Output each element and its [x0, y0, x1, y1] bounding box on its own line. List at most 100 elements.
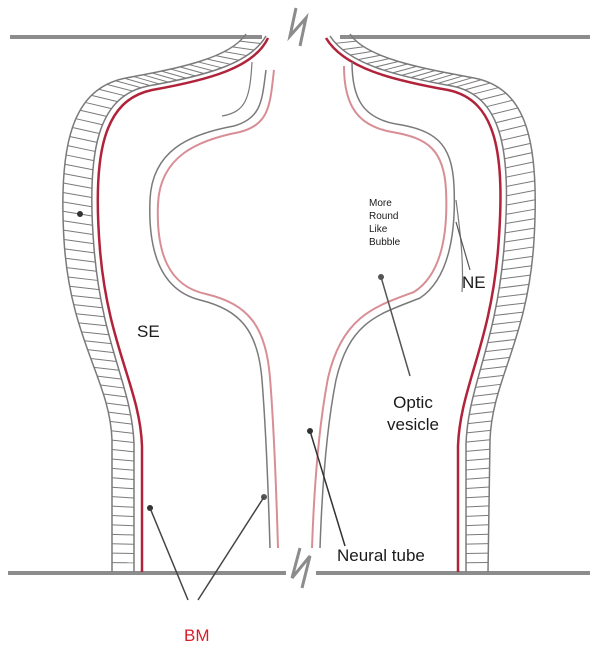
ectoderm-hatch-line	[496, 303, 525, 306]
note-line-4: Bubble	[369, 236, 429, 249]
ectoderm-hatch-line	[499, 125, 526, 131]
pointer-bm-center	[198, 497, 264, 600]
ectoderm-hatch-line	[108, 412, 130, 415]
ectoderm-hatch-line	[91, 358, 117, 361]
ectoderm-hatch-line	[106, 403, 129, 406]
ectoderm-hatch-line	[66, 155, 94, 161]
ectoderm-hatch-line	[99, 89, 125, 95]
ectoderm-hatch-line	[466, 440, 490, 442]
label-se: SE	[137, 322, 160, 342]
ectoderm-hatch-line	[72, 127, 99, 133]
ectoderm-hatch-line	[480, 366, 506, 369]
ectoderm-hatch-line	[74, 305, 103, 308]
ectoderm-hatch-line	[350, 51, 372, 55]
ectoderm-hatch-line	[468, 421, 492, 424]
ectoderm-hatch-line	[466, 478, 489, 480]
ectoderm-hatch-line	[504, 247, 534, 251]
ectoderm-hatch-line	[336, 41, 357, 43]
ectoderm-hatch-line	[112, 459, 134, 461]
ectoderm-hatch-line	[68, 277, 98, 280]
ectoderm-hatch-line	[216, 56, 239, 61]
ectoderm-hatch-line	[84, 341, 111, 344]
pointer-ne	[456, 222, 470, 270]
ectoderm-hatch-line	[224, 52, 246, 56]
ectoderm-hatch-line	[506, 219, 535, 224]
ectoderm-hatch-line	[506, 200, 535, 205]
ectoderm-hatch-line	[112, 534, 134, 535]
ectoderm-hatch-line	[110, 421, 132, 424]
ectoderm-hatch-line	[65, 249, 95, 253]
ectoderm-hatch-line	[487, 100, 513, 106]
ectoderm-hatch-line	[466, 515, 489, 516]
ectoderm-hatch-line	[505, 228, 535, 233]
ectoderm-hatch-line	[76, 314, 104, 317]
ectoderm-hatch-line	[499, 284, 529, 288]
ectoderm-hatch-line	[112, 487, 134, 489]
left-basement-membrane	[98, 38, 268, 572]
ectoderm-hatch-line	[492, 321, 521, 324]
top-break-mark	[290, 8, 306, 46]
ectoderm-hatch-line	[429, 74, 454, 81]
note-line-2: Round	[369, 210, 429, 223]
marker-dot-left-ectoderm	[77, 211, 83, 217]
label-optic-line-1: Optic	[387, 392, 439, 414]
ectoderm-hatch-line	[63, 192, 92, 197]
ectoderm-hatch-line	[70, 136, 97, 142]
note-more-round-like-bubble: More Round Like Bubble	[369, 197, 429, 249]
ectoderm-hatch-line	[473, 88, 499, 95]
ectoderm-hatch-line	[384, 64, 408, 70]
ectoderm-hatch-line	[112, 515, 134, 516]
ectoderm-hatch-line	[466, 487, 489, 488]
ectoderm-hatch-line	[503, 143, 530, 149]
ectoderm-hatch-line	[63, 230, 93, 234]
ectoderm-hatch-line	[501, 134, 528, 140]
ectoderm-hatch-line	[506, 181, 534, 187]
ectoderm-hatch-line	[473, 393, 498, 396]
ectoderm-hatch-line	[112, 544, 134, 545]
ectoderm-hatch-line	[64, 240, 94, 244]
ectoderm-hatch-line	[67, 268, 97, 272]
pointer-bm-left	[150, 508, 188, 600]
ectoderm-hatch-line	[64, 174, 92, 179]
ectoderm-hatch-line	[485, 348, 512, 351]
ectoderm-hatch-line	[143, 75, 168, 82]
ectoderm-hatch-line	[480, 93, 506, 100]
ectoderm-hatch-line	[506, 209, 535, 214]
ectoderm-hatch-line	[465, 83, 490, 90]
ectoderm-hatch-line	[79, 323, 107, 326]
ectoderm-hatch-line	[81, 332, 108, 335]
ectoderm-hatch-line	[488, 339, 516, 342]
ectoderm-hatch-line	[478, 375, 504, 378]
ectoderm-hatch-line	[65, 164, 93, 170]
ectoderm-hatch-line	[112, 468, 134, 470]
ectoderm-hatch-line	[198, 62, 222, 68]
label-neural-tube: Neural tube	[337, 546, 425, 566]
right-neural-wall	[312, 62, 463, 548]
label-optic-vesicle: Optic vesicle	[387, 392, 439, 436]
ectoderm-hatch-line	[358, 55, 381, 59]
ectoderm-hatch-line	[469, 412, 493, 415]
ectoderm-hatch-line	[94, 367, 119, 370]
ectoderm-hatch-line	[88, 350, 114, 353]
ectoderm-hatch-line	[483, 357, 510, 360]
ectoderm-hatch-line	[66, 258, 96, 262]
ectoderm-hatch-line	[466, 468, 490, 470]
pointer-optic-vesicle	[381, 277, 410, 376]
ectoderm-hatch-line	[366, 59, 389, 64]
ectoderm-hatch-line	[240, 41, 261, 43]
left-surface-ectoderm	[63, 34, 268, 572]
ectoderm-hatch-line	[112, 440, 134, 442]
ectoderm-hatch-line	[207, 59, 230, 64]
ectoderm-hatch-line	[475, 384, 500, 387]
ectoderm-hatch-line	[112, 478, 134, 480]
ectoderm-hatch-line	[107, 84, 133, 91]
right-basement-membrane	[326, 38, 500, 572]
ectoderm-hatch-line	[502, 266, 532, 270]
label-bm: BM	[184, 626, 210, 646]
ectoderm-hatch-line	[447, 78, 472, 85]
ectoderm-hatch-line	[112, 506, 134, 507]
ectoderm-hatch-line	[63, 183, 92, 188]
ectoderm-hatch-line	[72, 295, 101, 298]
ectoderm-hatch-line	[375, 61, 398, 67]
